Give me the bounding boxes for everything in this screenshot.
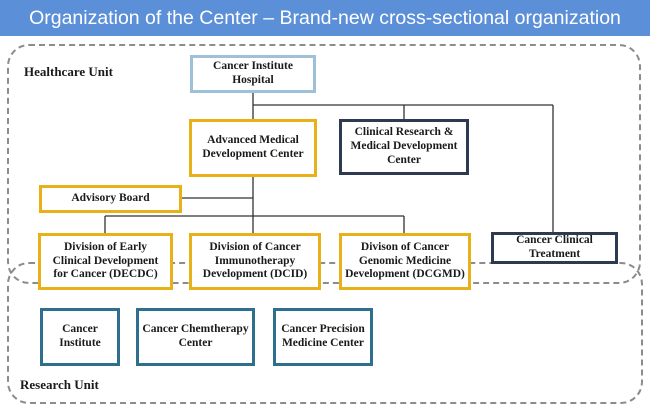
dcgmd-box: Divison of Cancer Genomic Medicine Devel… <box>339 233 471 290</box>
advisory-board-label: Advisory Board <box>71 192 150 205</box>
healthcare-unit-label: Healthcare Unit <box>24 64 113 79</box>
dcgmd-label: Divison of Cancer Genomic Medicine Devel… <box>345 240 465 281</box>
decdc-box: Division of Early Clinical Development f… <box>38 233 173 290</box>
clinical-research-label: Clinical Research & Medical Development … <box>350 126 458 166</box>
hospital-box: Cancer Institute Hospital <box>190 55 316 93</box>
header-bar: Organization of the Center – Brand-new c… <box>0 0 650 36</box>
decdc-label: Division of Early Clinical Development f… <box>52 240 159 281</box>
chemotherapy-center-box: Cancer Chemtherapy Center <box>136 308 255 366</box>
precision-medicine-box: Cancer Precision Medicine Center <box>273 308 373 366</box>
advisory-board-box: Advisory Board <box>39 185 182 213</box>
chemotherapy-center-label: Cancer Chemtherapy Center <box>142 323 249 349</box>
dcid-label: Division of Cancer Immunotherapy Develop… <box>202 240 308 281</box>
hospital-label: Cancer Institute Hospital <box>213 60 293 86</box>
healthcare-unit-region <box>7 44 641 284</box>
clinical-treatment-box: Cancer Clinical Treatment <box>491 232 618 264</box>
cancer-institute-box: Cancer Institute <box>40 308 120 366</box>
clinical-research-box: Clinical Research & Medical Development … <box>339 119 469 175</box>
cancer-institute-label: Cancer Institute <box>59 323 101 349</box>
research-unit-region <box>7 262 643 404</box>
amdc-box: Advanced Medical Development Center <box>189 119 317 177</box>
precision-medicine-label: Cancer Precision Medicine Center <box>281 323 365 349</box>
research-unit-label: Research Unit <box>20 377 99 392</box>
page-title: Organization of the Center – Brand-new c… <box>29 7 621 29</box>
amdc-label: Advanced Medical Development Center <box>202 134 304 160</box>
clinical-treatment-label: Cancer Clinical Treatment <box>516 234 593 260</box>
dcid-box: Division of Cancer Immunotherapy Develop… <box>189 233 321 290</box>
